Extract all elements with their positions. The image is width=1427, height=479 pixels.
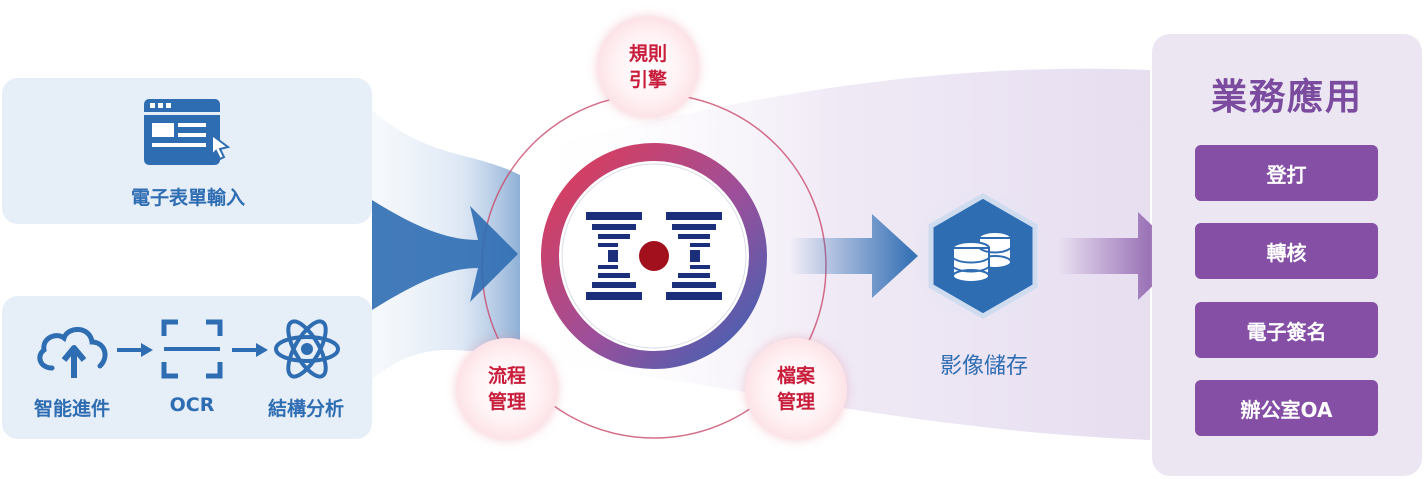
file-management-node: 檔案管理 <box>745 338 847 440</box>
image-storage-label: 影像儲存 <box>939 354 1028 379</box>
form-input-label: 電子表單輸入 <box>130 187 245 209</box>
database-icon <box>928 193 1038 319</box>
company-logo <box>586 212 722 300</box>
step-label-intake: 智能進件 <box>33 398 110 420</box>
app-item-office-oa: 辦公室OA <box>1195 380 1378 436</box>
web-form-icon <box>144 99 231 165</box>
scan-frame-icon <box>161 319 223 379</box>
workflow-management-node: 流程管理 <box>456 338 558 440</box>
rules-engine-label-line1: 規則 <box>628 43 667 65</box>
arrow-right-icon <box>117 343 153 357</box>
rules-engine-label-line2: 引擎 <box>628 69 667 91</box>
file-management-label-line2: 管理 <box>776 391 815 413</box>
file-management-label-line1: 檔案 <box>776 365 815 387</box>
step-label-analysis: 結構分析 <box>267 398 344 420</box>
workflow-label-line1: 流程 <box>487 365 526 387</box>
workflow-label-line2: 管理 <box>487 391 526 413</box>
arrow-right-icon <box>232 343 268 357</box>
step-label-ocr: OCR <box>169 394 215 416</box>
atom-icon <box>274 319 340 379</box>
business-applications-title: 業務應用 <box>1210 77 1363 118</box>
rules-engine-node: 規則引擎 <box>597 16 699 118</box>
app-item-review: 轉核 <box>1195 223 1378 279</box>
app-item-e-signature: 電子簽名 <box>1195 302 1378 358</box>
app-item-data-entry: 登打 <box>1195 145 1378 201</box>
cloud-upload-icon <box>37 327 108 378</box>
